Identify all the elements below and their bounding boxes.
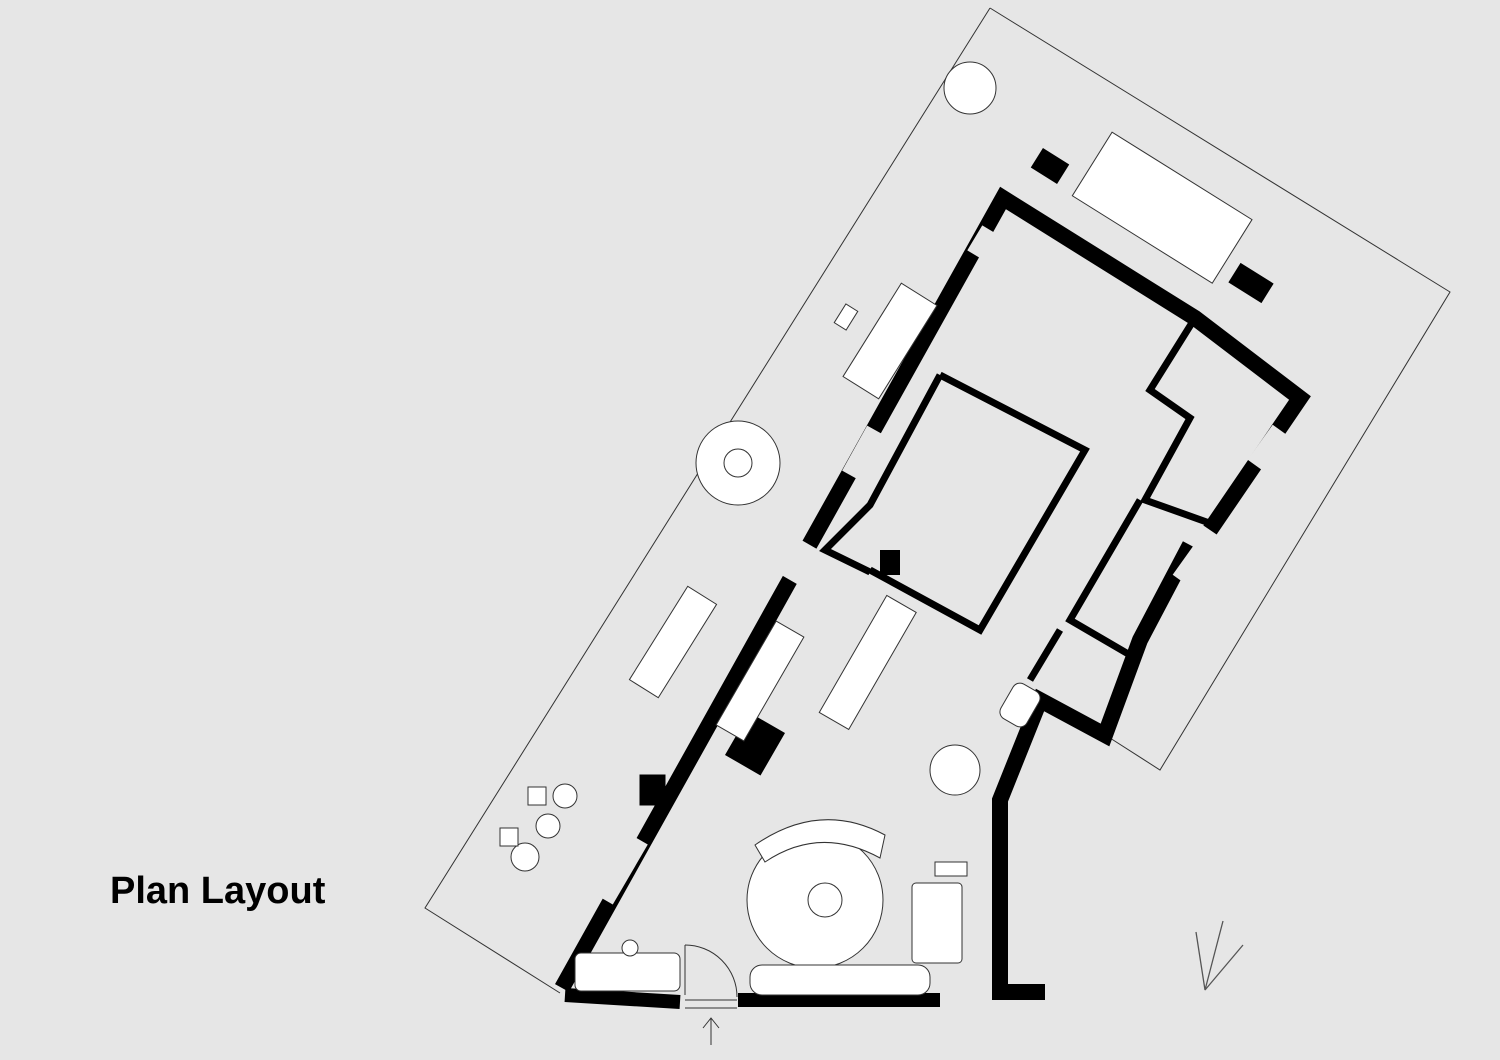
garden-planter [943,61,997,115]
kitchen-counter [715,620,805,742]
piano [911,882,963,964]
kitchen-island [818,594,917,731]
outdoor-sofa [842,282,938,400]
site-boundary [424,7,1451,994]
plan-title: Plan Layout [110,870,326,912]
dining-table [628,585,718,699]
windows [597,225,1288,905]
curved-sofa [754,819,886,863]
entrance-arrow-icon [702,1017,720,1045]
tv-unit [749,964,931,996]
side-table [833,303,859,331]
north-arrow-icon [1195,920,1244,991]
entrance-door[interactable] [684,944,738,1009]
interior-walls [819,316,1217,682]
outdoor-bed [1071,131,1253,284]
desk [574,952,681,992]
dining-table-round [929,744,981,796]
furniture [499,61,1253,996]
